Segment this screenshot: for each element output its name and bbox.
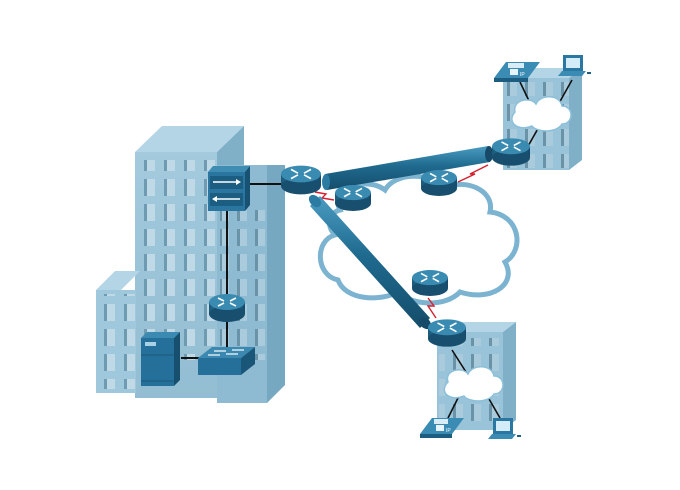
hq-tower-top bbox=[135, 126, 244, 152]
server-icon[interactable] bbox=[141, 332, 180, 386]
branch1-phone-ip-label: IP bbox=[520, 72, 525, 78]
branch2-ip-phone-icon[interactable]: IP bbox=[420, 418, 464, 438]
tunnel-hq-branch1 bbox=[322, 146, 493, 190]
hq-tower-windows bbox=[137, 160, 217, 360]
branch2-laptop-icon[interactable] bbox=[488, 418, 521, 439]
branch2-phone-ip-label: IP bbox=[446, 428, 451, 434]
serial-wan3-branch2 bbox=[426, 297, 437, 319]
serial-hq-wan1 bbox=[314, 191, 335, 201]
hq-building bbox=[96, 126, 285, 403]
hq-small-top bbox=[96, 271, 140, 290]
serial-wan2-branch1 bbox=[457, 164, 489, 183]
hq-edge-router-icon[interactable] bbox=[281, 165, 321, 195]
branch2-lan-cloud bbox=[443, 366, 504, 402]
multilayer-switch-icon[interactable] bbox=[208, 166, 250, 211]
wan-router-3-icon[interactable] bbox=[412, 270, 448, 296]
serial-links bbox=[314, 164, 489, 319]
branch1-laptop-icon[interactable] bbox=[558, 55, 591, 76]
hq-router-icon[interactable] bbox=[209, 294, 245, 322]
wan-router-2-icon[interactable] bbox=[421, 170, 457, 196]
branch1-router-icon[interactable] bbox=[492, 138, 530, 166]
tunnel-hq-branch2 bbox=[308, 194, 432, 330]
wan-router-1-icon[interactable] bbox=[335, 185, 371, 211]
hq-annex-side bbox=[267, 165, 285, 403]
branch1-ip-phone-icon[interactable]: IP bbox=[494, 62, 540, 82]
hq-small-windows bbox=[98, 294, 136, 389]
branch2-router-icon[interactable] bbox=[428, 319, 466, 347]
hq-switch-icon[interactable] bbox=[198, 347, 255, 375]
branch1-lan-cloud bbox=[511, 96, 572, 132]
